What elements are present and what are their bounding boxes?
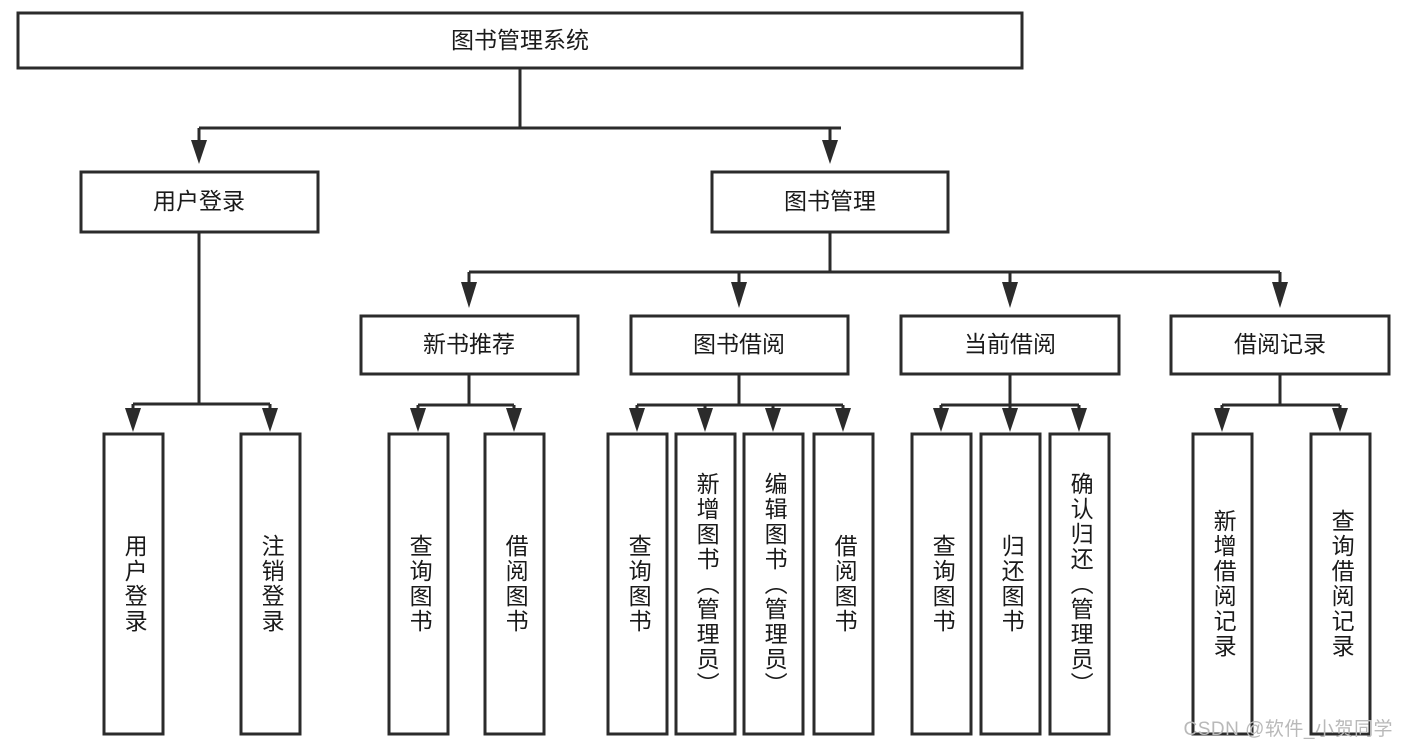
edge-borrow-to-leaves — [629, 374, 851, 432]
arrow-head-icon — [1002, 282, 1018, 308]
arrow-head-icon — [765, 408, 781, 432]
node-leaf7[interactable] — [742, 432, 805, 736]
node-borrow-label: 图书借阅 — [693, 331, 785, 357]
edge-bookmgmt-to-level2 — [461, 232, 1288, 308]
arrow-head-icon — [125, 408, 141, 432]
arrow-head-icon — [1332, 408, 1348, 432]
node-leaf4[interactable] — [483, 432, 546, 736]
node-login[interactable]: 用户登录 — [79, 170, 320, 234]
node-bookmgmt-label: 图书管理 — [784, 188, 876, 214]
node-leaf12[interactable] — [1191, 432, 1254, 736]
node-leaf2[interactable] — [239, 432, 302, 736]
node-leaf8[interactable] — [812, 432, 875, 736]
arrow-head-icon — [697, 408, 713, 432]
watermark-text: CSDN @软件_小贺同学 — [1183, 719, 1393, 740]
arrow-head-icon — [410, 408, 426, 432]
node-leaf13[interactable] — [1309, 432, 1372, 736]
edge-current-to-leaves — [933, 374, 1087, 432]
arrow-head-icon — [262, 408, 278, 432]
arrow-head-icon — [1214, 408, 1230, 432]
arrow-head-icon — [191, 140, 207, 164]
edge-login-to-leaves — [125, 232, 278, 432]
node-current[interactable]: 当前借阅 — [899, 314, 1121, 376]
node-root[interactable]: 图书管理系统 — [16, 11, 1024, 70]
arrow-head-icon — [506, 408, 522, 432]
node-leaf5[interactable] — [606, 432, 669, 736]
edge-root-to-level1 — [191, 68, 841, 164]
arrow-head-icon — [629, 408, 645, 432]
arrow-head-icon — [1272, 282, 1288, 308]
arrow-head-icon — [933, 408, 949, 432]
node-leaf10[interactable] — [979, 432, 1042, 736]
node-leaf6[interactable] — [674, 432, 737, 736]
arrow-head-icon — [1002, 408, 1018, 432]
arrow-head-icon — [822, 140, 838, 164]
node-leaf11[interactable] — [1048, 432, 1111, 736]
node-leaf1[interactable] — [102, 432, 165, 736]
arrow-head-icon — [461, 282, 477, 308]
node-current-label: 当前借阅 — [964, 331, 1056, 357]
node-leaf3[interactable] — [387, 432, 450, 736]
edge-newbook-to-leaves — [410, 374, 522, 432]
edge-records-to-leaves — [1214, 374, 1348, 432]
node-bookmgmt[interactable]: 图书管理 — [710, 170, 950, 234]
arrow-head-icon — [1071, 408, 1087, 432]
node-newbook[interactable]: 新书推荐 — [359, 314, 580, 376]
node-records[interactable]: 借阅记录 — [1169, 314, 1391, 376]
node-login-label: 用户登录 — [153, 188, 245, 214]
node-records-label: 借阅记录 — [1234, 331, 1326, 357]
arrow-head-icon — [835, 408, 851, 432]
node-borrow[interactable]: 图书借阅 — [629, 314, 850, 376]
arrow-head-icon — [731, 282, 747, 308]
node-newbook-label: 新书推荐 — [423, 331, 515, 357]
node-root-label: 图书管理系统 — [451, 27, 589, 53]
node-leaf9[interactable] — [910, 432, 973, 736]
